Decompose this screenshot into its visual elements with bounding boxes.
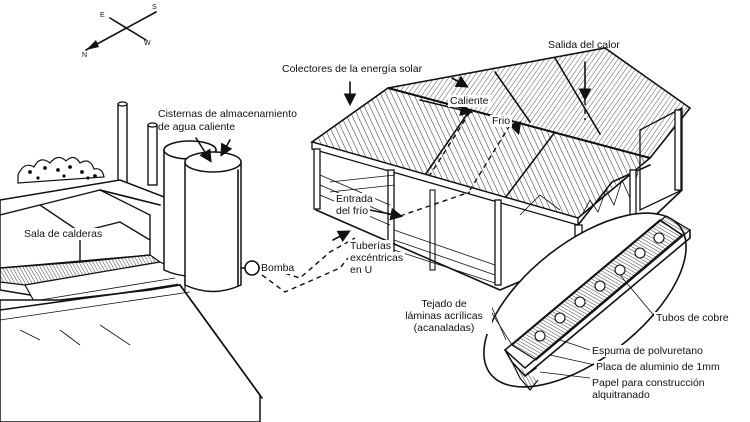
compass-north-label: N xyxy=(82,52,88,59)
panel-cross-section xyxy=(483,212,692,391)
pipes-label-line1: Tuberías xyxy=(348,240,394,252)
copper-tubes-label: Tubos de cobre xyxy=(654,312,731,324)
compass-west-label: W xyxy=(144,40,151,47)
chimney-tall xyxy=(117,103,128,185)
foam-label: Espuma de polvuretano xyxy=(590,345,705,357)
collector-building xyxy=(310,47,692,291)
tanks-label-line2: de agua caliente xyxy=(158,121,236,133)
boiler-room-label: Sala de calderas xyxy=(22,228,105,240)
roof-label-line3: (acanaladas) xyxy=(396,322,492,334)
compass-east-label: E xyxy=(100,12,105,19)
paper-label-line1: Papel para construcción xyxy=(590,377,707,389)
aluminium-label: Placa de aluminio de 1mm xyxy=(594,361,722,373)
storage-tanks xyxy=(163,140,269,293)
pipes-label-line3: en U xyxy=(348,264,375,276)
hot-label: Caliente xyxy=(448,95,491,107)
compass-south-label: S xyxy=(152,4,157,11)
cold-inlet-label-line2: del frío xyxy=(334,205,371,217)
pump-label: Bomba xyxy=(260,262,296,274)
collectors-label: Colectores de la energía solar xyxy=(282,63,423,75)
pump-icon xyxy=(244,260,260,276)
cold-inlet-label-line1: Entrada xyxy=(334,193,375,205)
tank-arrows xyxy=(195,137,233,163)
cold-label: Frio xyxy=(490,115,513,127)
paper-label-line2: alquitranado xyxy=(590,389,652,401)
heat-outlet-label: Salida del calor xyxy=(548,39,620,51)
roof-label-line2: láminas acrílicas xyxy=(396,310,492,322)
pipe-route xyxy=(261,230,356,293)
chimney-short xyxy=(147,124,158,186)
roof-label-line1: Tejado de xyxy=(396,298,492,310)
pipes-label-line2: excéntricas xyxy=(348,252,406,264)
tanks-label-line1: Cisternas de almacenamiento xyxy=(158,108,297,120)
compass-icon xyxy=(85,11,157,51)
